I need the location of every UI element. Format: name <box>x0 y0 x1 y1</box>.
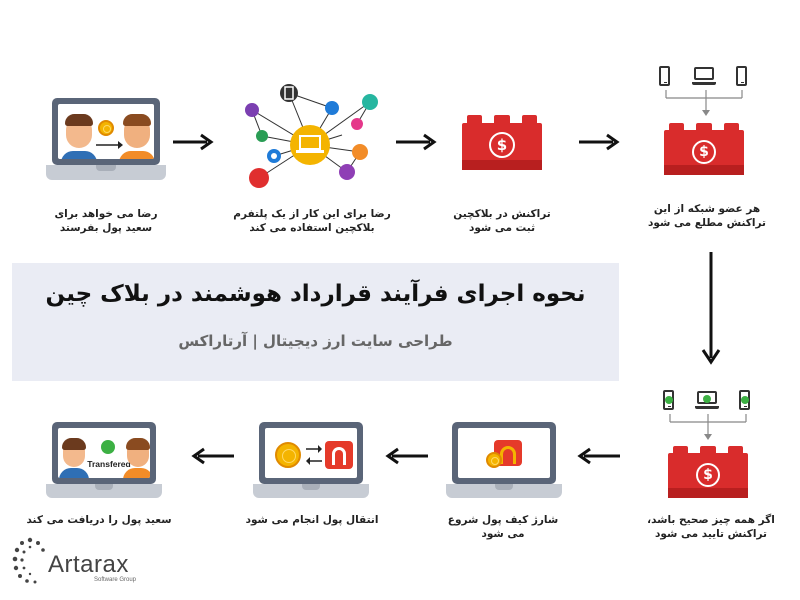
logo-tagline: Software Group <box>94 577 137 583</box>
blockchain-block-icon: $ <box>664 123 744 175</box>
arrow-icon <box>385 447 428 465</box>
logo-name: Artarax <box>48 551 129 578</box>
arrow-icon <box>173 133 214 151</box>
step-caption-8: سعید پول را دریافت می کند <box>26 514 172 526</box>
arrow-icon <box>579 133 620 151</box>
check-icon <box>741 396 749 404</box>
phone-icon <box>659 66 670 86</box>
laptop-icon <box>46 98 166 180</box>
laptop-icon <box>692 67 716 85</box>
step-caption-7: انتقال پول انجام می شود <box>245 514 379 526</box>
page-title: نحوه اجرای فرآیند قرارداد هوشمند در بلاک… <box>45 281 586 307</box>
arrow-icon <box>396 133 437 151</box>
logo-mark-icon <box>12 537 45 584</box>
page-subtitle: طراحی سایت ارز دیجیتال | آرتاراکس <box>178 332 453 350</box>
check-icon <box>703 395 711 403</box>
laptop-icon <box>253 422 369 498</box>
arrow-icon <box>577 447 620 465</box>
network-icon <box>245 84 378 188</box>
title-banner: نحوه اجرای فرآیند قرارداد هوشمند در بلاک… <box>12 263 619 381</box>
blockchain-block-icon: $ <box>668 446 748 498</box>
laptop-icon: Transfered <box>46 422 162 498</box>
phone-icon <box>736 66 747 86</box>
step-caption-5: اگر همه چیز صحیح باشد،تراکنش تایید می شو… <box>647 514 775 540</box>
coin-icon <box>486 452 502 468</box>
check-icon <box>665 396 673 404</box>
coin-icon <box>275 442 301 468</box>
laptop-icon <box>446 422 562 498</box>
arrow-icon <box>701 252 721 365</box>
arrow-icon <box>191 447 234 465</box>
transfer-status: Transfered <box>87 459 131 469</box>
blockchain-block-icon: $ <box>462 115 542 171</box>
coin-icon <box>98 120 114 136</box>
check-icon <box>101 440 115 454</box>
